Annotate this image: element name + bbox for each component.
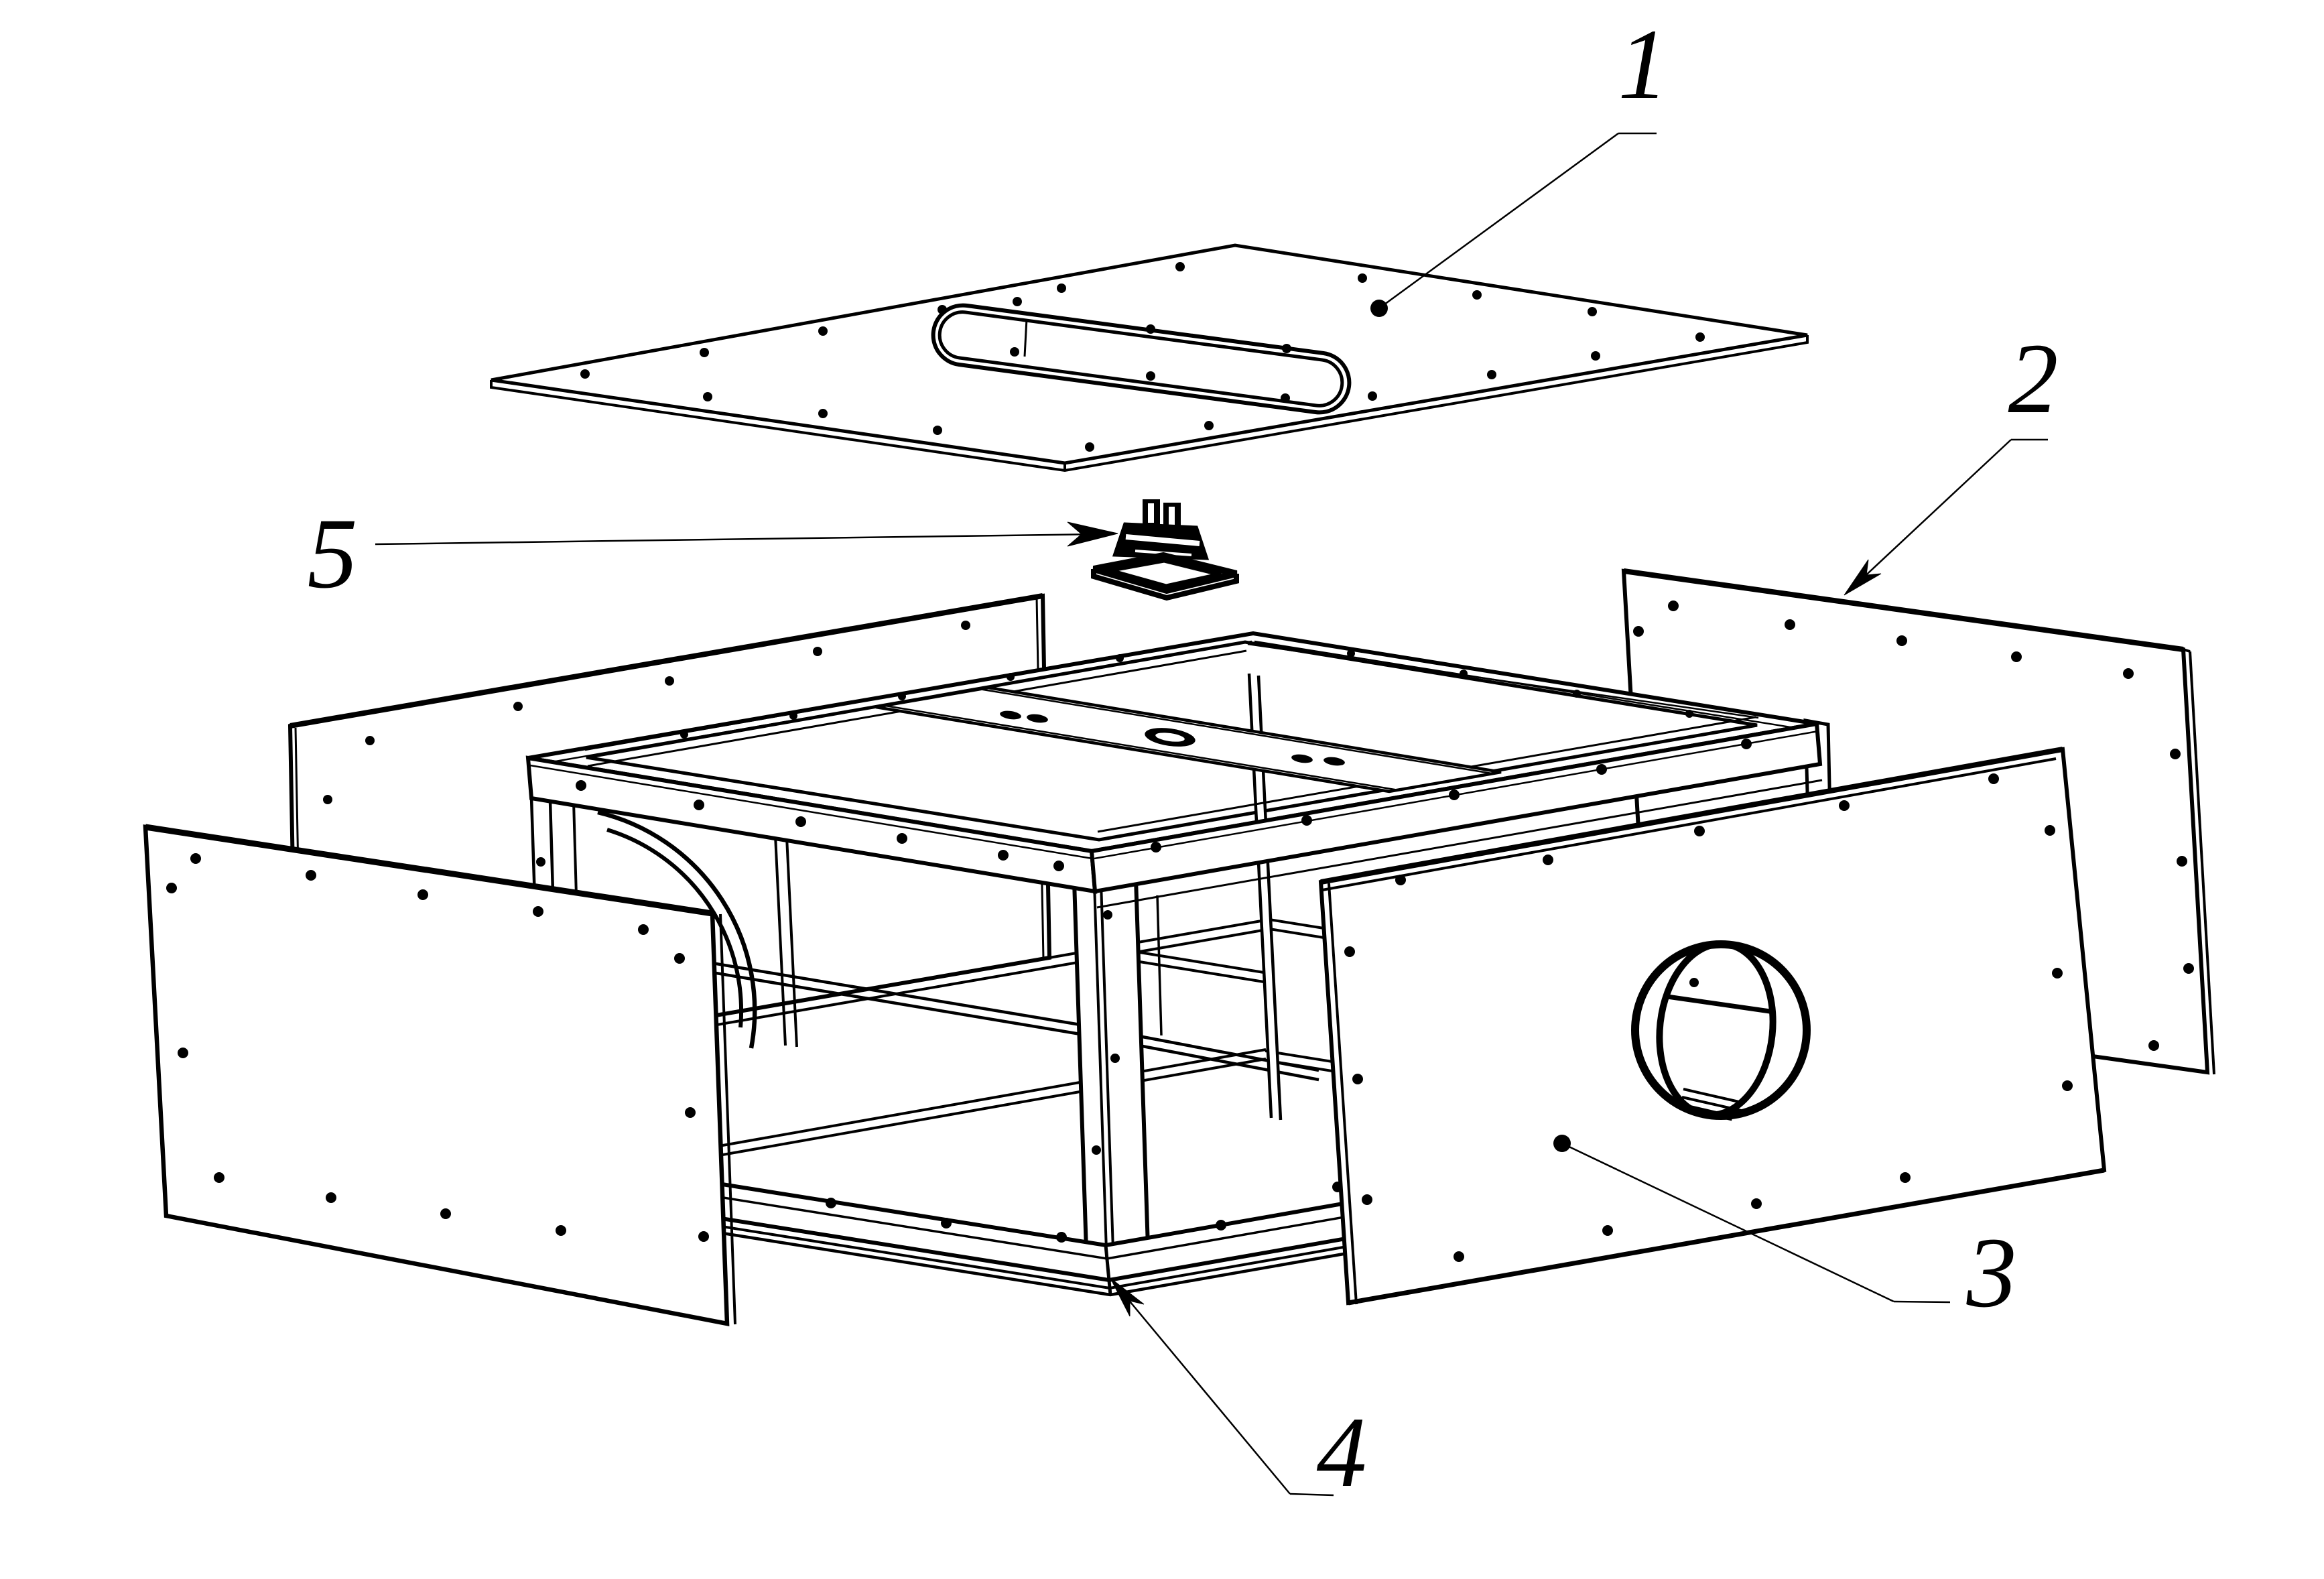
svg-text:4: 4 [1317, 1397, 1367, 1508]
svg-text:1: 1 [1618, 9, 1669, 120]
svg-text:3: 3 [1966, 1217, 2017, 1328]
svg-text:5: 5 [308, 498, 358, 609]
svg-text:2: 2 [2008, 323, 2059, 434]
